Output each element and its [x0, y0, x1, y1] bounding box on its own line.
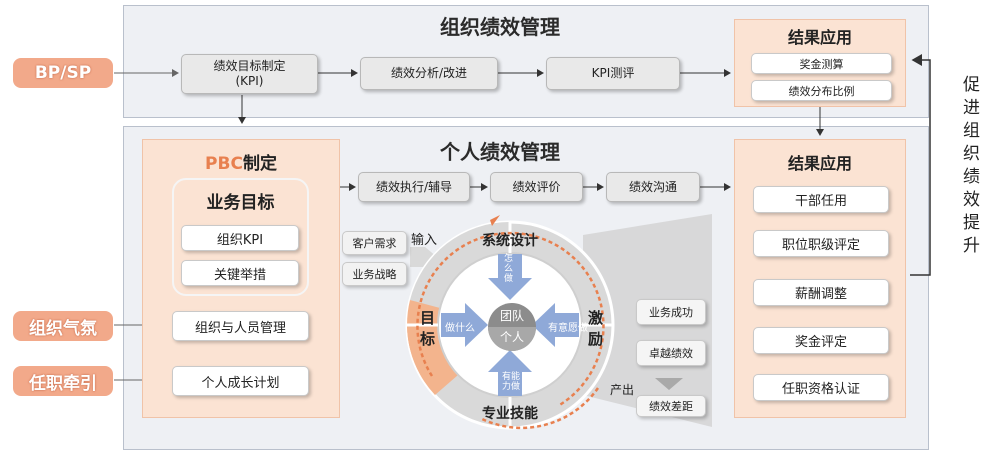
org-people-management-item: 组织与人员管理 [172, 311, 309, 341]
performance-wheel [405, 215, 615, 430]
org-climate-tag: 组织气氛 [13, 311, 113, 341]
org-kpi-item: 组织KPI [181, 225, 299, 251]
input-label: 输入 [411, 233, 438, 248]
excellent-performance-output: 卓越绩效 [636, 340, 706, 366]
bonus-assessment-item: 奖金评定 [753, 327, 889, 354]
what-to-do-arrow-label: 做什么 [445, 323, 475, 334]
salary-adjustment-item: 薪酬调整 [753, 279, 889, 306]
performance-analysis-box: 绩效分析/改进 [360, 57, 498, 90]
performance-communication-box: 绩效沟通 [606, 172, 700, 202]
able-to-do-arrow-label: 有能力做 [501, 372, 520, 392]
org-result-item: 奖金测算 [751, 53, 892, 74]
org-performance-title: 组织绩效管理 [440, 15, 560, 39]
execution-coaching-box: 绩效执行/辅导 [358, 172, 470, 202]
bp-sp-tag: BP/SP [13, 58, 113, 88]
business-goal-group [172, 178, 309, 296]
system-design-label: 系统设计 [482, 233, 538, 249]
personal-result-title: 结果应用 [787, 154, 852, 173]
how-to-do-arrow-label: 怎么做 [504, 254, 514, 284]
key-initiatives-item: 关键举措 [181, 260, 299, 286]
kpi-setting-box: 绩效目标制定 (KPI) [181, 54, 318, 94]
professional-skill-label: 专业技能 [482, 406, 538, 422]
willing-to-do-arrow-label: 有意愿做 [548, 323, 588, 334]
performance-gap-output: 绩效差距 [636, 395, 706, 417]
pbc-suffix: 制定 [242, 154, 277, 174]
qualification-certification-item: 任职资格认证 [753, 374, 889, 401]
output-label: 产出 [610, 383, 635, 397]
business-goal-title: 业务目标 [206, 193, 275, 213]
business-strategy-input: 业务战略 [342, 262, 407, 286]
goal-label: 目标 [420, 309, 436, 348]
cadre-appointment-item: 干部任用 [753, 186, 889, 213]
business-success-output: 业务成功 [636, 299, 706, 325]
pbc-title: PBC制定 [142, 149, 340, 174]
kpi-evaluation-box: KPI测评 [546, 57, 680, 90]
team-label: 团队 [499, 309, 524, 323]
org-result-item: 绩效分布比例 [751, 80, 892, 101]
performance-evaluation-box: 绩效评价 [490, 172, 583, 202]
pbc-prefix: PBC [205, 154, 243, 174]
personal-growth-plan-item: 个人成长计划 [172, 366, 309, 396]
individual-label: 个人 [499, 330, 524, 344]
personal-result-block [734, 139, 906, 418]
promote-org-performance-label: 促进组织绩效提升 [959, 75, 979, 259]
job-grade-rating-item: 职位职级评定 [753, 230, 889, 257]
incentive-label: 激励 [588, 309, 604, 348]
job-traction-tag: 任职牵引 [13, 366, 113, 396]
personal-performance-title: 个人绩效管理 [440, 140, 560, 164]
org-result-title: 结果应用 [787, 28, 852, 47]
customer-demand-input: 客户需求 [342, 231, 407, 255]
